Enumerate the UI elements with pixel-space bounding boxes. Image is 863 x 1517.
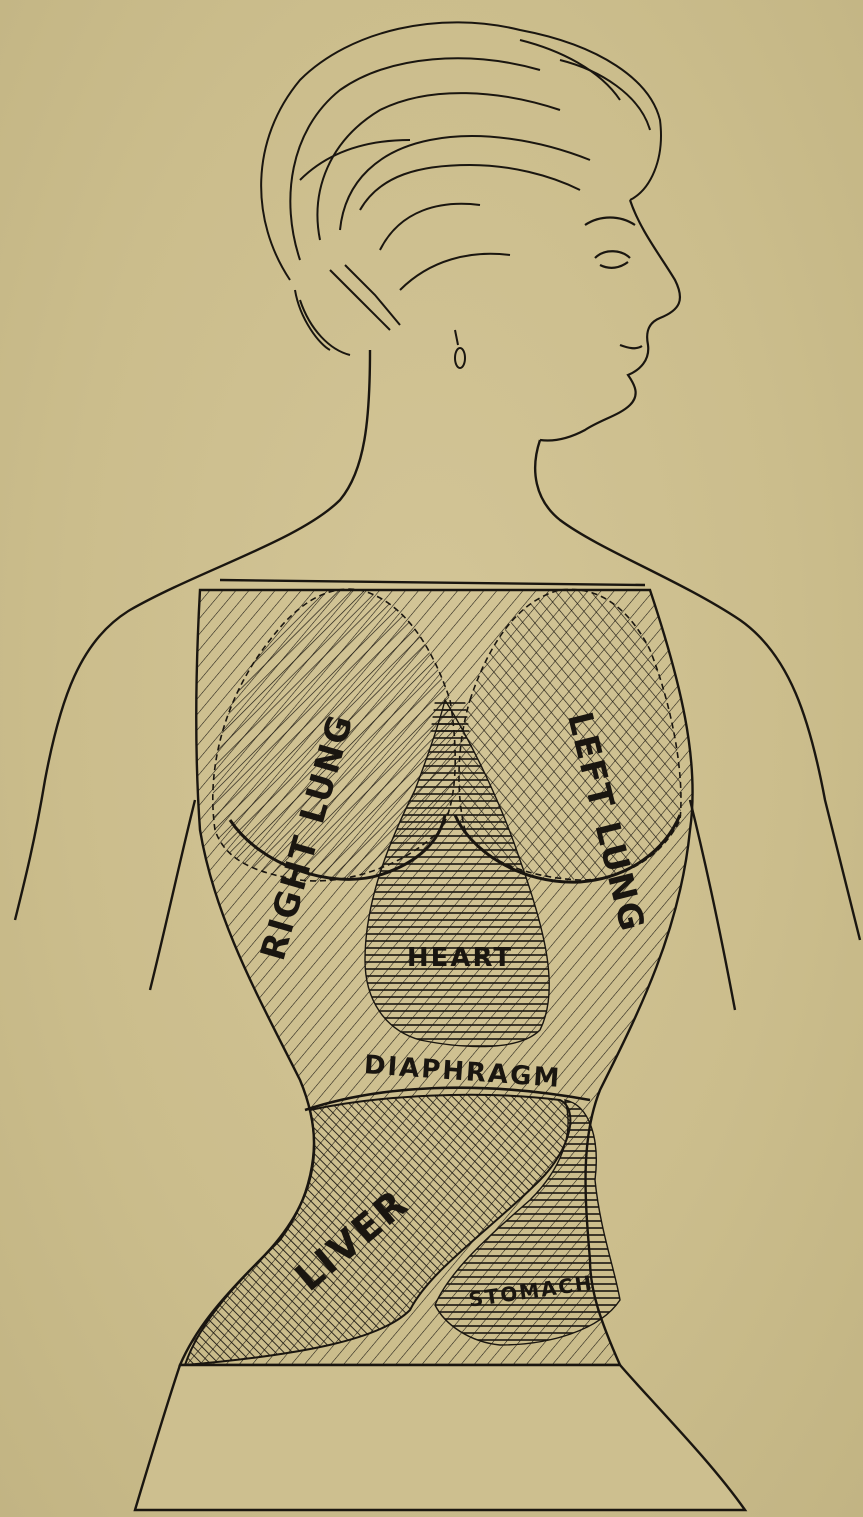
- label-heart: HEART: [407, 943, 513, 973]
- heart-cap: [430, 700, 470, 735]
- face: [540, 200, 680, 441]
- earring: [455, 330, 465, 368]
- hair: [261, 22, 661, 355]
- lower-body: [135, 1365, 745, 1510]
